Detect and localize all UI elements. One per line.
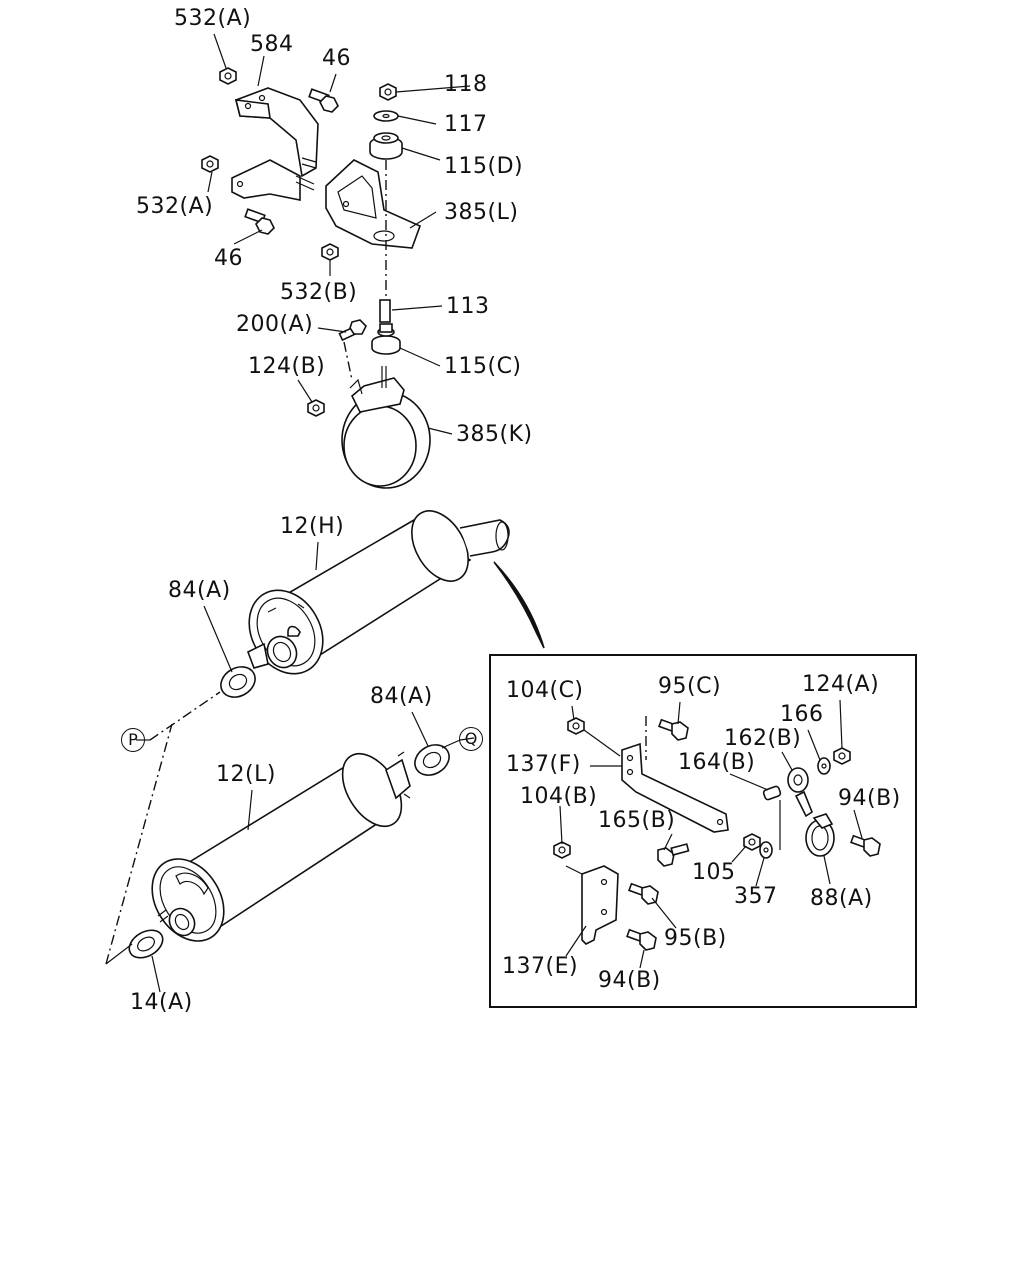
- bushing-162b: [787, 767, 809, 793]
- connect-line-p-b: [105, 723, 173, 965]
- bracket-studs: [295, 157, 317, 191]
- nut-532a-mid: [201, 155, 219, 173]
- clip-plate: [794, 790, 813, 818]
- connect-line-p-a: [149, 691, 221, 741]
- label-385l: 385(L): [444, 200, 519, 225]
- label-113: 113: [446, 294, 490, 319]
- bracket-584: [231, 87, 319, 201]
- label-115c: 115(C): [444, 354, 522, 379]
- label-84a-right: 84(A): [370, 684, 433, 709]
- label-94b-bottom: 94(B): [598, 968, 661, 993]
- label-104b: 104(B): [520, 784, 598, 809]
- spacer-113: [379, 299, 391, 323]
- bolt-46-mid: [244, 208, 275, 235]
- label-118: 118: [444, 72, 488, 97]
- bracket-385l: [325, 159, 422, 249]
- nut-104c: [567, 717, 585, 735]
- bolt-94b-right: [850, 834, 881, 857]
- nut-124b: [307, 399, 325, 417]
- label-12l: 12(L): [216, 762, 276, 787]
- nut-105: [743, 833, 761, 851]
- nut-118: [379, 83, 397, 101]
- label-105: 105: [692, 860, 736, 885]
- label-166: 166: [780, 702, 824, 727]
- label-357: 357: [734, 884, 778, 909]
- label-14a: 14(A): [130, 990, 193, 1015]
- label-162b: 162(B): [724, 726, 802, 751]
- bracket-137f: [621, 742, 729, 833]
- marker-q: Q: [459, 727, 483, 751]
- label-584: 584: [250, 32, 294, 57]
- rubber-115c: [371, 323, 401, 355]
- label-137f: 137(F): [506, 752, 581, 777]
- label-165b: 165(B): [598, 808, 676, 833]
- washer-357: [759, 841, 773, 859]
- gasket-84a-right: [414, 744, 450, 776]
- leader-lines: [136, 33, 863, 993]
- detail-box: [489, 654, 917, 1008]
- gasket-14a: [128, 929, 164, 959]
- label-46-top: 46: [322, 46, 351, 71]
- label-124a: 124(A): [802, 672, 880, 697]
- label-115d: 115(D): [444, 154, 524, 179]
- label-137e: 137(E): [502, 954, 579, 979]
- muffler-12h: [246, 510, 510, 675]
- detail-arrow: [493, 561, 545, 649]
- flange-stud-12l: [157, 909, 169, 923]
- washer-166: [817, 757, 831, 775]
- nut-532b: [321, 243, 339, 261]
- bolt-200a: [338, 319, 367, 342]
- clamp-88a: [805, 813, 835, 857]
- clamp-385k: [341, 366, 431, 489]
- muffler-12l: [151, 751, 411, 942]
- label-95b: 95(B): [664, 926, 727, 951]
- pin-164b: [762, 785, 782, 801]
- label-385k: 385(K): [456, 422, 533, 447]
- label-12h: 12(H): [280, 514, 345, 539]
- label-164b: 164(B): [678, 750, 756, 775]
- gasket-84a-left: [220, 666, 256, 698]
- label-84a-left: 84(A): [168, 578, 231, 603]
- bolt-46-top: [308, 88, 339, 113]
- nut-104b: [553, 841, 571, 859]
- label-532a-top: 532(A): [174, 6, 252, 31]
- rubber-115d: [369, 132, 403, 160]
- bolt-95c: [658, 718, 689, 741]
- label-200a: 200(A): [236, 312, 314, 337]
- bolt-94b-bottom: [626, 928, 657, 951]
- label-532a-mid: 532(A): [136, 194, 214, 219]
- label-46-mid: 46: [214, 246, 243, 271]
- marker-p: P: [121, 728, 145, 752]
- label-94b-right: 94(B): [838, 786, 901, 811]
- label-104c: 104(C): [506, 678, 584, 703]
- label-95c: 95(C): [658, 674, 722, 699]
- bracket-137e: [581, 865, 619, 945]
- washer-117: [373, 110, 399, 122]
- label-532b: 532(B): [280, 280, 358, 305]
- label-124b: 124(B): [248, 354, 326, 379]
- label-88a: 88(A): [810, 886, 873, 911]
- bolt-95b: [628, 882, 659, 905]
- label-117: 117: [444, 112, 488, 137]
- connect-line-p-c: [105, 943, 133, 965]
- nut-532a-top: [219, 67, 237, 85]
- nut-124a: [833, 747, 851, 765]
- bolt-165b: [657, 843, 690, 867]
